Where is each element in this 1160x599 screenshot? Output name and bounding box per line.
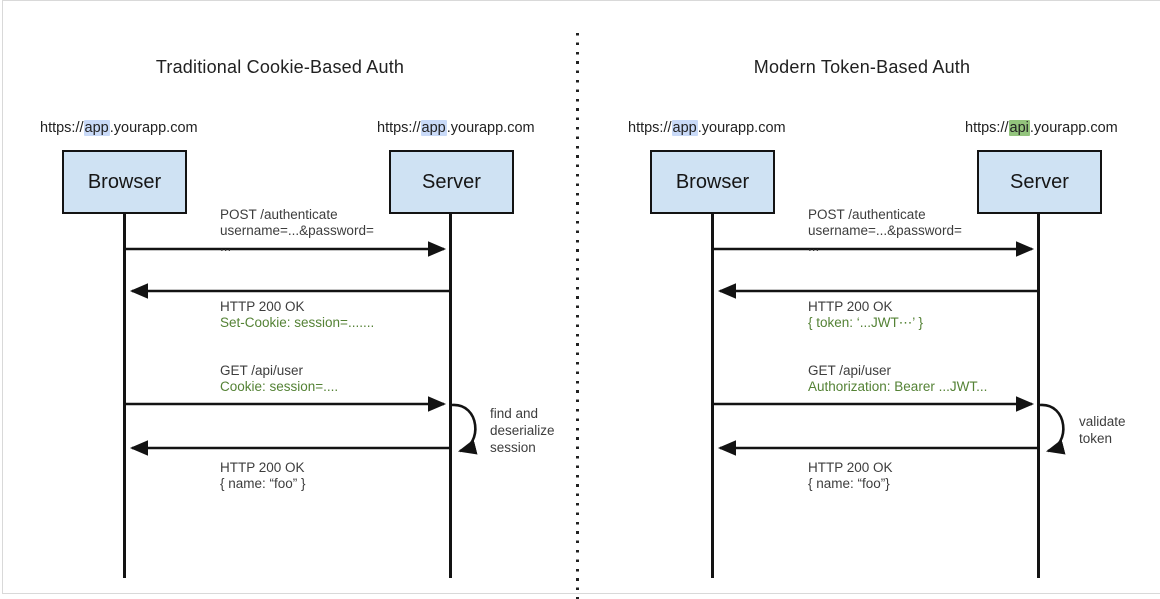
server-label: Server bbox=[422, 170, 481, 193]
side-note-line: token bbox=[1079, 431, 1113, 446]
browser-label: Browser bbox=[87, 170, 162, 193]
message-line-setcookie: Set-Cookie: session=....... bbox=[220, 315, 375, 330]
url-prefix: https:// bbox=[40, 120, 84, 136]
url-suffix: .yourapp.com bbox=[109, 120, 198, 136]
frame-left-border bbox=[2, 0, 3, 594]
message-line: GET /api/user bbox=[808, 363, 892, 378]
message-line-authorization: Authorization: Bearer ...JWT... bbox=[808, 379, 988, 394]
panel-title-token-auth: Modern Token-Based Auth bbox=[753, 57, 971, 77]
message-line: username=...&password= bbox=[220, 223, 374, 238]
message-line: ... bbox=[220, 239, 232, 254]
message-200-name-left: HTTP 200 OK { name: “foo” } bbox=[220, 460, 306, 492]
url-prefix: https:// bbox=[377, 120, 421, 136]
url-prefix: https:// bbox=[965, 120, 1009, 136]
url-highlight-app: app bbox=[83, 120, 110, 136]
server-url-left: https://app.yourapp.com bbox=[377, 120, 535, 136]
message-line: HTTP 200 OK bbox=[220, 299, 305, 314]
browser-url-right: https://app.yourapp.com bbox=[628, 120, 786, 136]
browser-box-right: Browser bbox=[650, 150, 775, 214]
message-authenticate-right: POST /authenticate username=...&password… bbox=[808, 207, 962, 255]
self-loop-validate-token bbox=[1039, 403, 1066, 455]
message-200-setcookie-left: HTTP 200 OK Set-Cookie: session=....... bbox=[220, 299, 374, 331]
message-line: POST /authenticate bbox=[808, 207, 926, 222]
self-loop-deserialize-session bbox=[451, 403, 478, 455]
message-get-user-left: GET /api/user Cookie: session=.... bbox=[220, 363, 338, 395]
side-note-line: validate bbox=[1079, 414, 1126, 429]
server-box-right: Server bbox=[977, 150, 1102, 214]
message-line-cookie: Cookie: session=.... bbox=[220, 379, 339, 394]
message-get-user-right: GET /api/user Authorization: Bearer ...J… bbox=[808, 363, 987, 395]
message-line-token: { token: ‘...JWT⋯’ } bbox=[808, 315, 924, 330]
server-box-left: Server bbox=[389, 150, 514, 214]
message-line: ... bbox=[808, 239, 820, 254]
browser-box-left: Browser bbox=[62, 150, 187, 214]
frame-bottom-border bbox=[2, 593, 1160, 594]
url-highlight-app: app bbox=[671, 120, 698, 136]
side-note-line: session bbox=[490, 440, 536, 455]
url-highlight-api: api bbox=[1008, 120, 1030, 136]
url-suffix: .yourapp.com bbox=[1029, 120, 1118, 136]
message-line: GET /api/user bbox=[220, 363, 304, 378]
browser-url-left: https://app.yourapp.com bbox=[40, 120, 198, 136]
panel-title-cookie-auth: Traditional Cookie-Based Auth bbox=[155, 57, 405, 77]
server-label: Server bbox=[1010, 170, 1069, 193]
message-line: HTTP 200 OK bbox=[808, 460, 893, 475]
message-line: { name: “foo” } bbox=[220, 476, 306, 491]
message-line: { name: “foo”} bbox=[808, 476, 890, 491]
message-line: HTTP 200 OK bbox=[220, 460, 305, 475]
message-authenticate-left: POST /authenticate username=...&password… bbox=[220, 207, 374, 255]
frame-top-border bbox=[2, 0, 1160, 1]
side-note-line: deserialize bbox=[490, 423, 555, 438]
url-prefix: https:// bbox=[628, 120, 672, 136]
browser-label: Browser bbox=[675, 170, 750, 193]
message-line: username=...&password= bbox=[808, 223, 962, 238]
side-note-validate-token: validate token bbox=[1079, 413, 1126, 447]
center-dotted-divider bbox=[576, 33, 579, 599]
url-highlight-app: app bbox=[420, 120, 447, 136]
message-200-token-right: HTTP 200 OK { token: ‘...JWT⋯’ } bbox=[808, 299, 923, 331]
message-line: HTTP 200 OK bbox=[808, 299, 893, 314]
message-line: POST /authenticate bbox=[220, 207, 338, 222]
side-note-deserialize-session: find and deserialize session bbox=[490, 405, 555, 456]
url-suffix: .yourapp.com bbox=[697, 120, 786, 136]
message-200-name-right: HTTP 200 OK { name: “foo”} bbox=[808, 460, 893, 492]
side-note-line: find and bbox=[490, 406, 539, 421]
server-url-right: https://api.yourapp.com bbox=[965, 120, 1118, 136]
url-suffix: .yourapp.com bbox=[446, 120, 535, 136]
